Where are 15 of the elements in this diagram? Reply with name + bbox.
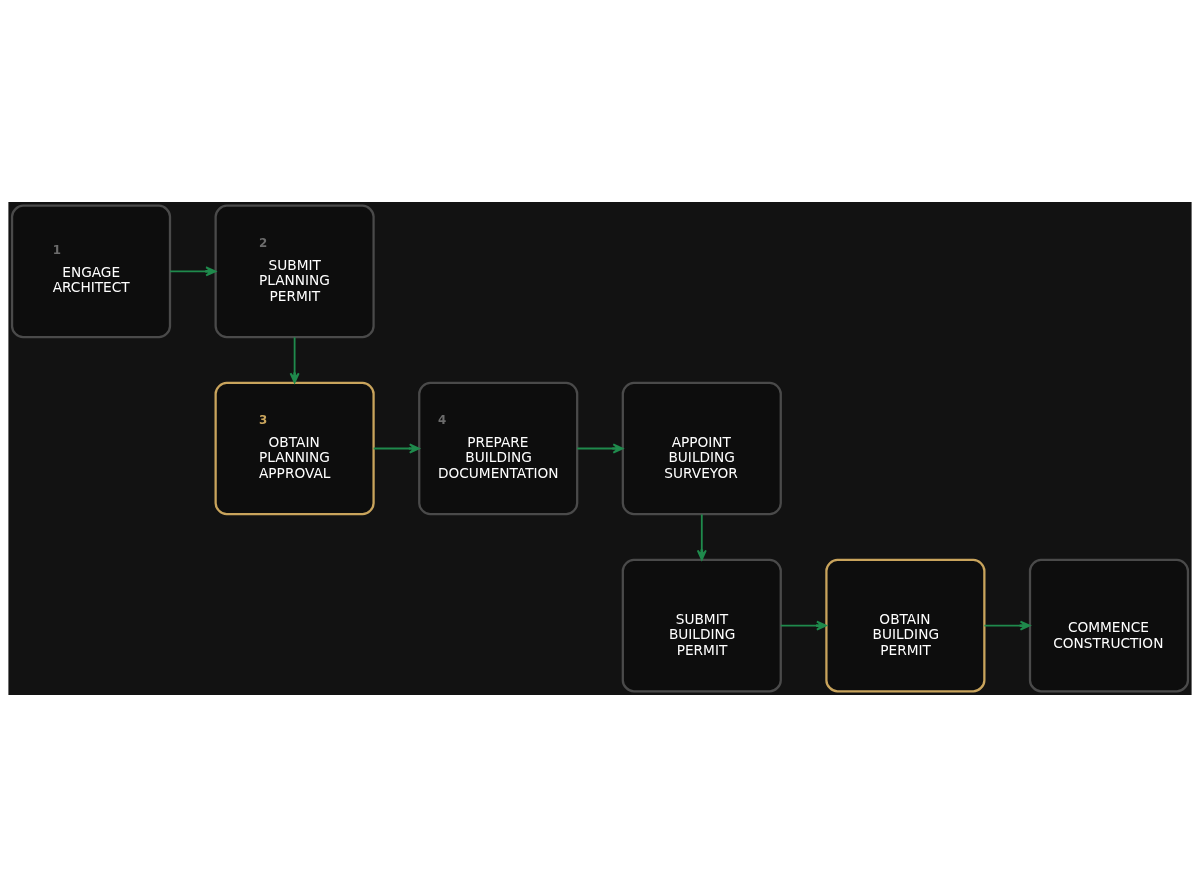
arrow bbox=[696, 513, 707, 561]
arrow bbox=[169, 265, 217, 276]
node-box: 3 OBTAIN PLANNING APPROVAL bbox=[214, 381, 375, 515]
node-box: APPOINT BUILDING SURVEYOR bbox=[621, 381, 782, 515]
node-box: SUBMIT BUILDING PERMIT bbox=[621, 558, 782, 692]
node-box: OBTAIN BUILDING PERMIT bbox=[825, 558, 986, 692]
arrow bbox=[576, 442, 624, 454]
node-box: COMMENCE CONSTRUCTION bbox=[1028, 558, 1190, 692]
arrow bbox=[983, 620, 1031, 631]
node-box: 4 PREPARE BUILDING DOCUMENTATION bbox=[418, 381, 579, 515]
node-box: 1 ENGAGE ARCHITECT bbox=[10, 204, 172, 338]
arrow bbox=[289, 335, 300, 383]
node-box: 2 SUBMIT PLANNING PERMIT bbox=[214, 204, 375, 338]
arrow bbox=[779, 620, 827, 631]
arrow bbox=[372, 442, 420, 454]
